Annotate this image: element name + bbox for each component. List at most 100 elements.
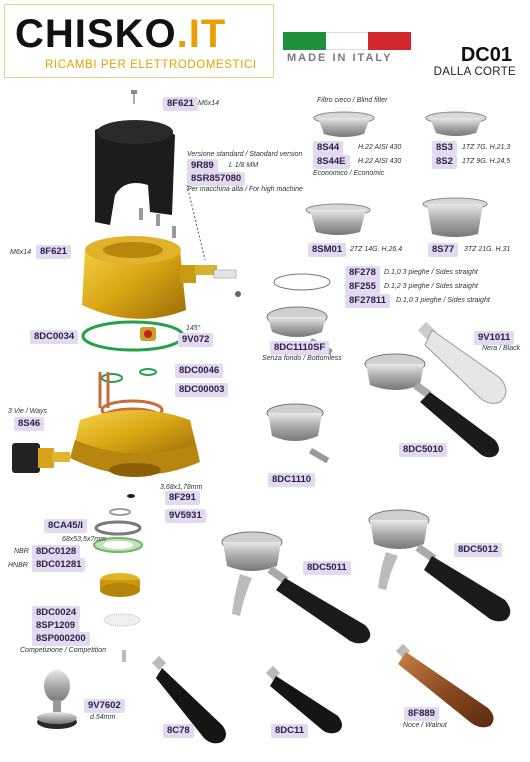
note-high-machine: Per macchina alta / For high machine <box>187 186 303 193</box>
switch-9v072 <box>140 327 156 341</box>
label-8f278: 8F278 <box>345 266 380 280</box>
label-8ca45: 8CA45/I <box>44 519 87 533</box>
brand-accent-text: .IT <box>176 12 227 56</box>
shower-holder <box>100 573 140 597</box>
portafilter-8dc5010 <box>364 353 499 458</box>
note-m6x14-top: M6x14 <box>198 100 220 107</box>
upper-group-body <box>82 236 196 319</box>
spring-9v5931 <box>109 508 131 516</box>
handle-8dc11 <box>265 665 342 734</box>
label-8dc1110sf: 8DC1110SF <box>270 341 330 355</box>
shower-screen <box>103 613 141 627</box>
italy-flag <box>283 32 412 50</box>
note-8sm01: 2TZ 14G. H.26,4 <box>350 246 403 253</box>
label-8dc11: 8DC11 <box>271 724 309 738</box>
note-ring-size: 3,68x1,78mm <box>160 484 203 491</box>
note-gasket-size: 68x53,5x7mm <box>62 536 106 543</box>
valve-fitting <box>186 184 241 297</box>
brand-logo-box: CHISKO.IT RICAMBI PER ELETTRODOMESTICI <box>4 4 274 78</box>
handle-9v1011 <box>417 321 507 404</box>
portafilter-8dc1110 <box>266 403 330 464</box>
note-3-ways: 3 Vie / Ways <box>8 408 48 415</box>
label-8s44e: 8S44E <box>313 155 350 169</box>
label-8s44: 8S44 <box>313 141 344 155</box>
label-8sm01: 8SM01 <box>308 243 347 257</box>
filter-basket-8s44 <box>313 111 375 137</box>
label-8s46: 8S46 <box>14 417 45 431</box>
label-8dc0046: 8DC0046 <box>175 364 224 378</box>
made-in-italy: MADE IN ITALY <box>287 52 393 64</box>
tamper <box>37 670 77 729</box>
portafilter-bottomless <box>266 306 333 356</box>
shower-screw <box>122 650 126 662</box>
note-nbr: NBR <box>14 548 29 555</box>
note-blind-filter: Filtro cieco / Blind filter <box>317 97 388 104</box>
o-ring-small-2 <box>139 368 157 376</box>
solenoid-valve <box>12 443 70 473</box>
label-9v7602: 9V7602 <box>84 699 125 713</box>
label-8dc01281: 8DC01281 <box>32 558 86 572</box>
label-8f27811: 8F27811 <box>345 294 390 308</box>
brand-logo: CHISKO.IT <box>15 13 226 55</box>
o-ring-8f291 <box>127 494 135 498</box>
model-subtitle: DALLA CORTE <box>433 66 516 78</box>
group-cover <box>95 121 175 225</box>
model-title: DC01 <box>460 44 512 66</box>
label-8sp000200: 8SP000200 <box>32 632 90 646</box>
label-8s3: 8S3 <box>432 141 457 155</box>
label-9v1011: 9V1011 <box>474 331 515 345</box>
label-8s2: 8S2 <box>432 155 457 169</box>
label-8dc0128: 8DC0128 <box>32 545 81 559</box>
brand-main-text: CHISKO <box>15 12 177 56</box>
filter-basket-8s77 <box>422 197 488 237</box>
label-8dc5012: 8DC5012 <box>454 543 503 557</box>
o-ring-large <box>81 320 185 352</box>
note-walnut: Noce / Walnut <box>403 722 447 729</box>
note-d54: d.54mm <box>90 714 116 721</box>
label-9v072: 9V072 <box>178 333 214 347</box>
label-8dc0034: 8DC0034 <box>30 330 79 344</box>
label-8dc5011: 8DC5011 <box>303 561 351 575</box>
note-8f278: D.1,0 3 pieghe / Sides straight <box>384 269 478 276</box>
label-8f291: 8F291 <box>165 491 200 505</box>
lower-group-body <box>70 410 200 477</box>
label-8dc5010: 8DC5010 <box>399 443 448 457</box>
portafilter-8dc5012 <box>368 509 511 622</box>
filter-basket-8s3 <box>425 111 487 136</box>
filter-basket-8sm01 <box>305 203 371 235</box>
label-8dc1110: 8DC1110 <box>268 473 316 487</box>
note-8f255: D.1,2 3 pieghe / Sides straight <box>384 283 478 290</box>
portafilter-8dc5011 <box>221 531 371 644</box>
label-8s77: 8S77 <box>428 243 459 257</box>
note-8s44e: H.22 AISI 430 <box>358 158 402 165</box>
gasket-stack <box>93 520 143 553</box>
brand-subtitle: RICAMBI PER ELETTRODOMESTICI <box>45 59 257 71</box>
handle-8c78 <box>151 655 226 744</box>
note-8s44: H.22 AISI 430 <box>358 144 402 151</box>
note-8s2: 1TZ 9G. H.24,5 <box>462 158 511 165</box>
label-8f255: 8F255 <box>345 280 380 294</box>
o-ring-small-1 <box>101 373 123 383</box>
note-standard-version: Versione standard / Standard version <box>187 151 303 158</box>
note-8s77: 3TZ 21G. H.31 <box>464 246 511 253</box>
note-black: Nera / Black <box>482 345 521 352</box>
note-hnbr: HNBR <box>8 562 28 569</box>
note-8s3: 1TZ 7G. H.21,3 <box>462 144 511 151</box>
note-9r89: L 1/8 MM <box>229 162 259 169</box>
label-8sp1209: 8SP1209 <box>32 619 80 633</box>
note-145-degree: 145° <box>186 325 201 332</box>
filter-spring <box>273 273 331 291</box>
label-8sr857080: 8SR857080 <box>187 172 246 186</box>
label-8f621-top: 8F621 <box>163 97 198 111</box>
note-bottomless: Senza fondo / Bottomless <box>262 355 342 362</box>
label-8f889: 8F889 <box>404 707 439 721</box>
label-9r89: 9R89 <box>187 159 218 173</box>
label-8dc00003: 8DC00003 <box>175 383 229 397</box>
label-8dc0024: 8DC0024 <box>32 606 81 620</box>
label-8c78: 8C78 <box>163 724 194 738</box>
label-8f621-side: 8F621 <box>36 245 71 259</box>
note-economic: Economico / Economic <box>313 170 385 177</box>
screw-top <box>131 90 137 104</box>
handle-8f889 <box>395 643 494 728</box>
